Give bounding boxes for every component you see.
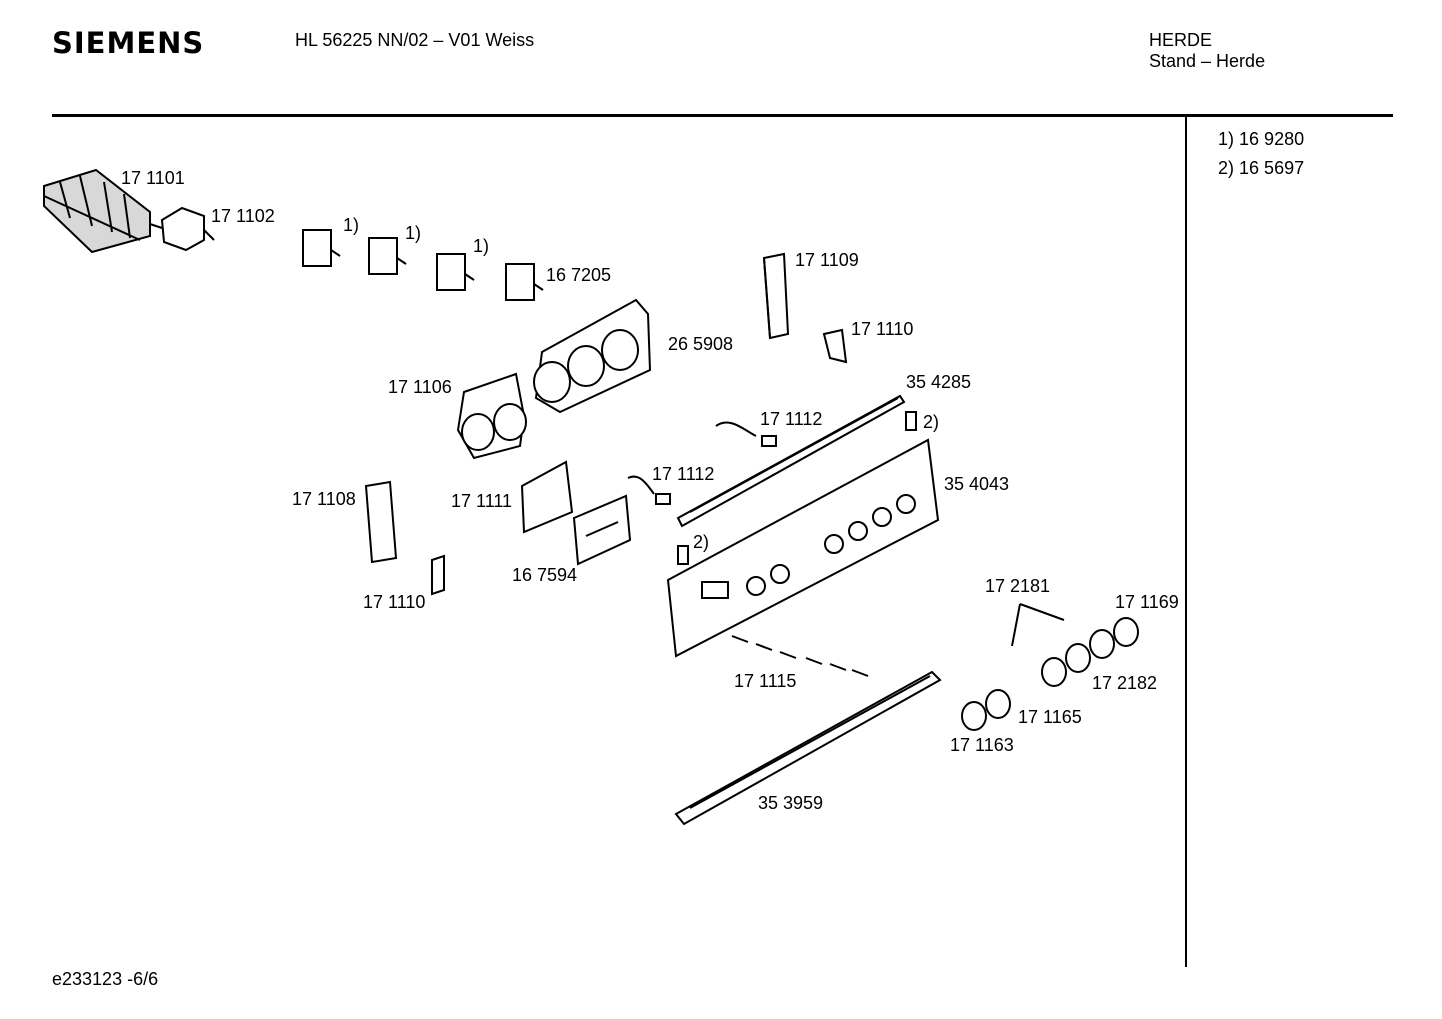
note-marker: 2) (923, 412, 940, 432)
part-label: 17 1110 (363, 592, 426, 612)
screws-drawing (677, 411, 917, 565)
part-label: 17 1112 (760, 409, 823, 429)
part-label: 16 7205 (546, 265, 612, 285)
clock-module-drawing (572, 494, 632, 566)
part-label: 26 5908 (668, 334, 734, 354)
part-label: 17 1115 (734, 671, 797, 691)
header-divider (52, 114, 1393, 117)
double-holder-drawing (456, 372, 527, 460)
rotary-switch-drawing (160, 206, 215, 252)
part-label: 17 1112 (652, 464, 715, 484)
part-label: 17 1169 (1115, 592, 1179, 612)
clip-drawing-top (822, 328, 848, 364)
wire-drawing (627, 421, 777, 505)
part-label: 17 1110 (851, 319, 914, 339)
part-label: 17 1101 (121, 168, 185, 188)
note-key: 2) (1218, 158, 1235, 178)
clip-drawing-lower (431, 554, 445, 596)
note-marker: 1) (405, 223, 422, 243)
note-marker: 1) (473, 236, 490, 256)
part-label: 17 2181 (985, 576, 1051, 596)
note-1: 1) 16 9280 (1218, 129, 1304, 150)
note-2: 2) 16 5697 (1218, 158, 1304, 179)
brand-logo: SIEMENS (52, 26, 205, 60)
part-label: 17 1108 (292, 489, 356, 509)
part-label: 35 3959 (758, 793, 824, 813)
note-part: 16 9280 (1239, 129, 1305, 149)
switch-block-drawing (43, 168, 163, 254)
part-label: 35 4285 (906, 372, 972, 392)
model-title: HL 56225 NN/02 – V01 Weiss (295, 30, 535, 50)
part-label: 17 1102 (211, 206, 275, 226)
part-label: 17 1106 (388, 377, 452, 397)
part-label: 17 1165 (1018, 707, 1082, 727)
frame-drawing (520, 460, 574, 534)
part-label: 16 7594 (512, 565, 578, 585)
note-key: 1) (1218, 129, 1235, 149)
small-screws-drawing (731, 635, 869, 677)
notes-divider (1185, 116, 1187, 967)
knobs-drawing (961, 603, 1139, 731)
bracket-drawing (762, 252, 790, 340)
note-part: 16 5697 (1239, 158, 1305, 178)
trim-strip-drawing (674, 670, 942, 826)
part-label: 17 1109 (795, 250, 859, 270)
category-label: HERDE (1149, 30, 1213, 50)
rail-drawing (676, 394, 906, 528)
note-marker: 2) (693, 532, 710, 552)
bracket-drawing-left (364, 480, 398, 564)
note-marker: 1) (343, 215, 360, 235)
part-label: 17 1111 (451, 491, 513, 511)
part-label: 17 2182 (1092, 673, 1158, 693)
part-label: 17 1163 (950, 735, 1014, 755)
control-panel-drawing (666, 438, 940, 658)
document-id: e233123 -6/6 (52, 969, 159, 989)
energy-regulators-drawing (302, 229, 544, 301)
part-label: 35 4043 (944, 474, 1010, 494)
subcategory-label: Stand – Herde (1149, 51, 1266, 71)
triple-holder-drawing (533, 298, 652, 414)
